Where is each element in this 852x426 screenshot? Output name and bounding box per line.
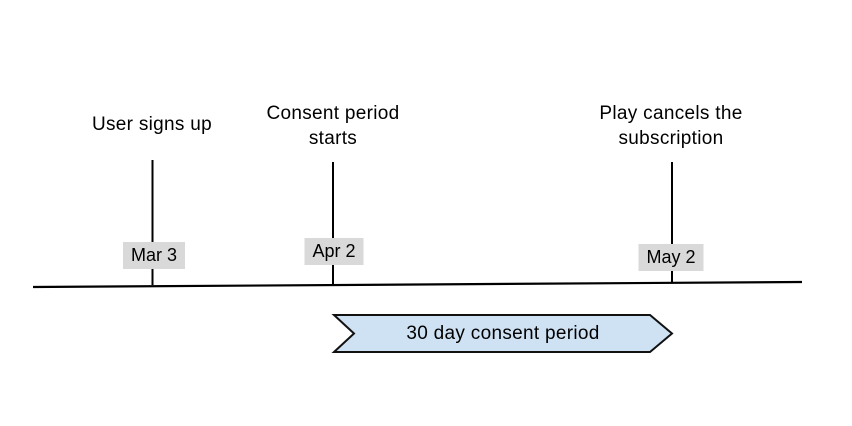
event-label-play-cancels-subscription: Play cancels the subscription [599, 103, 743, 149]
timeline-axis [32, 280, 803, 289]
date-label-may-2: May 2 [638, 244, 704, 271]
consent-period-banner-shape [331, 314, 674, 353]
event-label-consent-period-starts: Consent period starts [266, 103, 400, 149]
event-label-user-signs-up: User signs up [91, 114, 213, 135]
consent-period-banner-label: 30 day consent period [406, 323, 600, 344]
date-label-mar-3: Mar 3 [122, 242, 186, 269]
date-label-apr-2: Apr 2 [304, 238, 364, 265]
